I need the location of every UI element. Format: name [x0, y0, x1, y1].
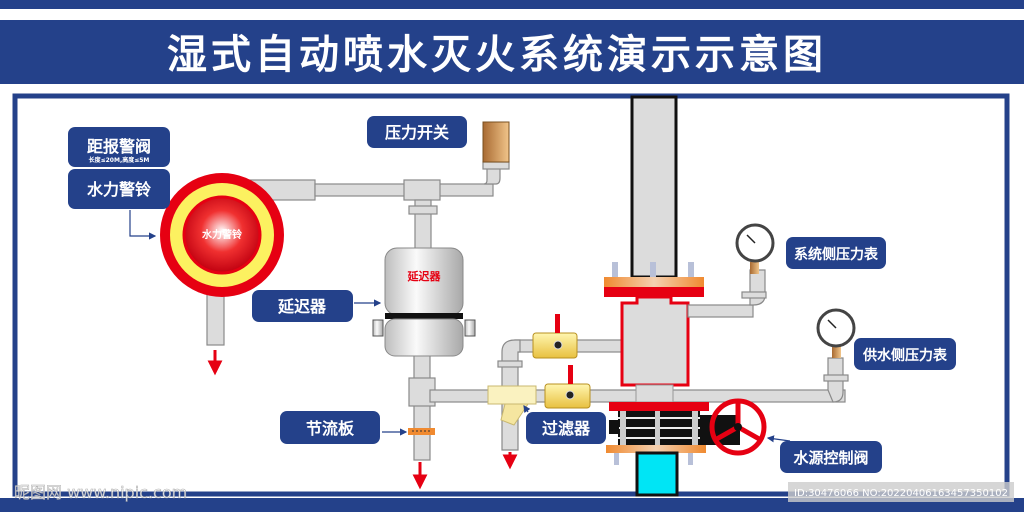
svg-text:延迟器: 延迟器: [277, 297, 327, 316]
water-motor-gong: 水力警铃: [160, 173, 284, 346]
label-system-side-gauge: 系统侧压力表: [786, 237, 886, 269]
label-retarder: 延迟器: [252, 290, 353, 322]
pressure-switch: [482, 121, 510, 163]
frame: [12, 93, 1010, 497]
alarm-line-pipe: [249, 161, 510, 251]
watermark-id-box: [788, 482, 1014, 502]
alarm-check-valve: [604, 95, 754, 497]
label-distance-to-alarm-valve: 距报警阀 长度≤20M,高度≤5M: [68, 127, 170, 167]
drain-valve: [544, 365, 591, 409]
label-pressure-switch: 压力开关: [367, 116, 467, 148]
test-valve: [532, 314, 578, 359]
bottom-stripe: [0, 498, 1024, 512]
svg-text:压力开关: 压力开关: [385, 123, 449, 142]
top-stripe: [0, 0, 1024, 9]
label-orifice-plate: 节流板: [280, 411, 380, 444]
svg-text:节流板: 节流板: [306, 419, 355, 438]
drain-arrow-icon: [412, 462, 428, 490]
watermark-id: ID:30476066 NO:20220406163457350102: [794, 488, 1008, 499]
label-strainer: 过滤器: [526, 412, 606, 444]
strainer: [487, 385, 537, 426]
svg-text:过滤器: 过滤器: [542, 419, 591, 438]
retarder: 延迟器: [372, 247, 476, 461]
svg-text:距报警阀: 距报警阀: [87, 137, 151, 156]
svg-text:系统侧压力表: 系统侧压力表: [794, 246, 879, 263]
system-side-pressure-gauge: [735, 223, 775, 306]
supply-side-pressure-gauge: [816, 308, 856, 403]
bell-inner-label: 水力警铃: [201, 228, 243, 241]
label-supply-side-gauge: 供水侧压力表: [854, 338, 956, 370]
water-supply-control-valve: [700, 398, 767, 456]
page-title: 湿式自动喷水灭火系统演示示意图: [167, 32, 827, 78]
retarder-inner-label: 延迟器: [407, 269, 442, 283]
drain-arrow-icon: [207, 350, 223, 376]
distance-note: 长度≤20M,高度≤5M: [89, 156, 150, 164]
label-water-supply-control-valve: 水源控制阀: [780, 441, 882, 473]
svg-text:供水侧压力表: 供水侧压力表: [862, 347, 948, 364]
title-band: [0, 20, 1024, 84]
svg-text:水力警铃: 水力警铃: [87, 180, 151, 199]
drain-arrow-icon: [502, 452, 518, 470]
svg-text:水源控制阀: 水源控制阀: [793, 449, 868, 467]
label-water-bell: 水力警铃: [68, 169, 170, 209]
watermark-logo: 昵图网 www.nipic.com: [14, 483, 187, 502]
